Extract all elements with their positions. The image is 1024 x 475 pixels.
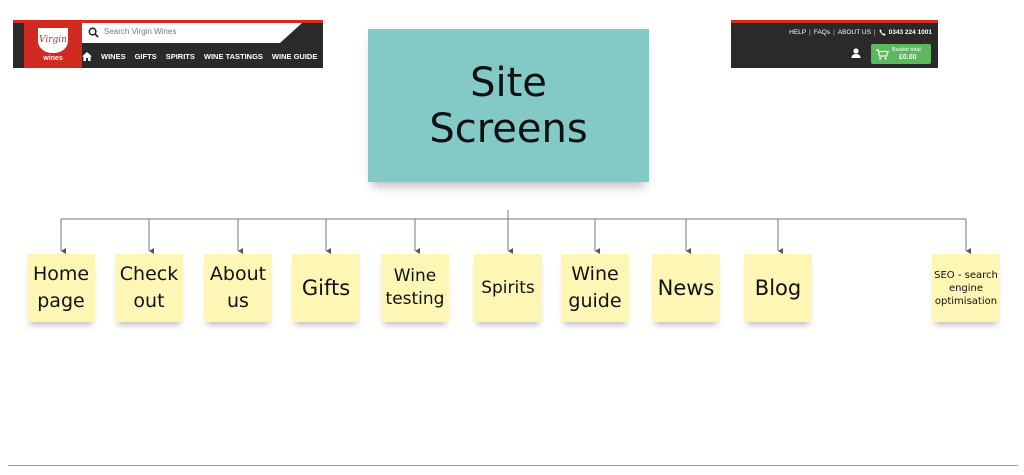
nav-item-wine-tastings[interactable]: WINE TASTINGS bbox=[203, 51, 263, 61]
title-line: Screens bbox=[429, 105, 588, 152]
note-blog[interactable]: Blog bbox=[744, 254, 812, 322]
faqs-link[interactable]: FAQs bbox=[813, 29, 831, 36]
nav-item-wine-guide[interactable]: WINE GUIDE bbox=[271, 51, 318, 61]
about-us-link[interactable]: ABOUT US bbox=[837, 29, 871, 36]
site-header-left: Virgin wines Search Virgin Wines WINES G… bbox=[13, 20, 323, 68]
header-accent-line bbox=[13, 20, 323, 23]
note-news[interactable]: News bbox=[652, 254, 720, 322]
note-wine-guide[interactable]: Wine guide bbox=[561, 254, 629, 322]
header-accent-line bbox=[731, 20, 938, 23]
note-spirits[interactable]: Spirits bbox=[474, 254, 542, 322]
basket-label: Basket total bbox=[892, 47, 921, 53]
bottom-divider bbox=[8, 465, 1018, 466]
virgin-wines-logo[interactable]: Virgin wines bbox=[24, 23, 82, 68]
nav-item-gifts[interactable]: GIFTS bbox=[134, 51, 157, 61]
search-bar[interactable]: Search Virgin Wines bbox=[82, 23, 302, 43]
site-header-right: HELP | FAQs | ABOUT US | 0343 224 1001 B… bbox=[731, 20, 938, 68]
logo-badge: Virgin bbox=[38, 28, 68, 53]
note-seo[interactable]: SEO - search engine optimisation bbox=[932, 254, 1000, 322]
separator: | bbox=[873, 29, 876, 36]
phone-number[interactable]: 0343 224 1001 bbox=[888, 29, 932, 36]
note-gifts[interactable]: Gifts bbox=[292, 254, 360, 322]
note-about-us[interactable]: About us bbox=[204, 254, 272, 322]
separator: | bbox=[833, 29, 835, 36]
utility-links: HELP | FAQs | ABOUT US | 0343 224 1001 bbox=[789, 29, 932, 36]
site-screens-title-note[interactable]: Site Screens bbox=[368, 29, 649, 182]
nav-item-spirits[interactable]: SPIRITS bbox=[165, 51, 195, 61]
note-wine-testing[interactable]: Wine testing bbox=[381, 254, 449, 322]
search-input[interactable]: Search Virgin Wines bbox=[104, 27, 177, 36]
note-check-out[interactable]: Check out bbox=[115, 254, 183, 322]
account-icon[interactable] bbox=[851, 48, 861, 58]
basket-button[interactable]: Basket total £0.00 bbox=[871, 44, 931, 64]
basket-amount: £0.00 bbox=[899, 54, 917, 61]
title-line: Site bbox=[470, 59, 547, 106]
logo-wordmark: wines bbox=[43, 55, 63, 62]
nav-item-wines[interactable]: WINES bbox=[101, 51, 126, 61]
note-home-page[interactable]: Home page bbox=[27, 254, 95, 322]
main-nav: WINES GIFTS SPIRITS WINE TASTINGS WINE G… bbox=[82, 47, 317, 65]
separator: | bbox=[809, 29, 811, 36]
home-icon[interactable] bbox=[82, 51, 92, 61]
basket-icon bbox=[876, 49, 889, 60]
phone-icon bbox=[878, 29, 886, 36]
search-icon bbox=[88, 27, 99, 38]
help-link[interactable]: HELP bbox=[789, 29, 807, 36]
